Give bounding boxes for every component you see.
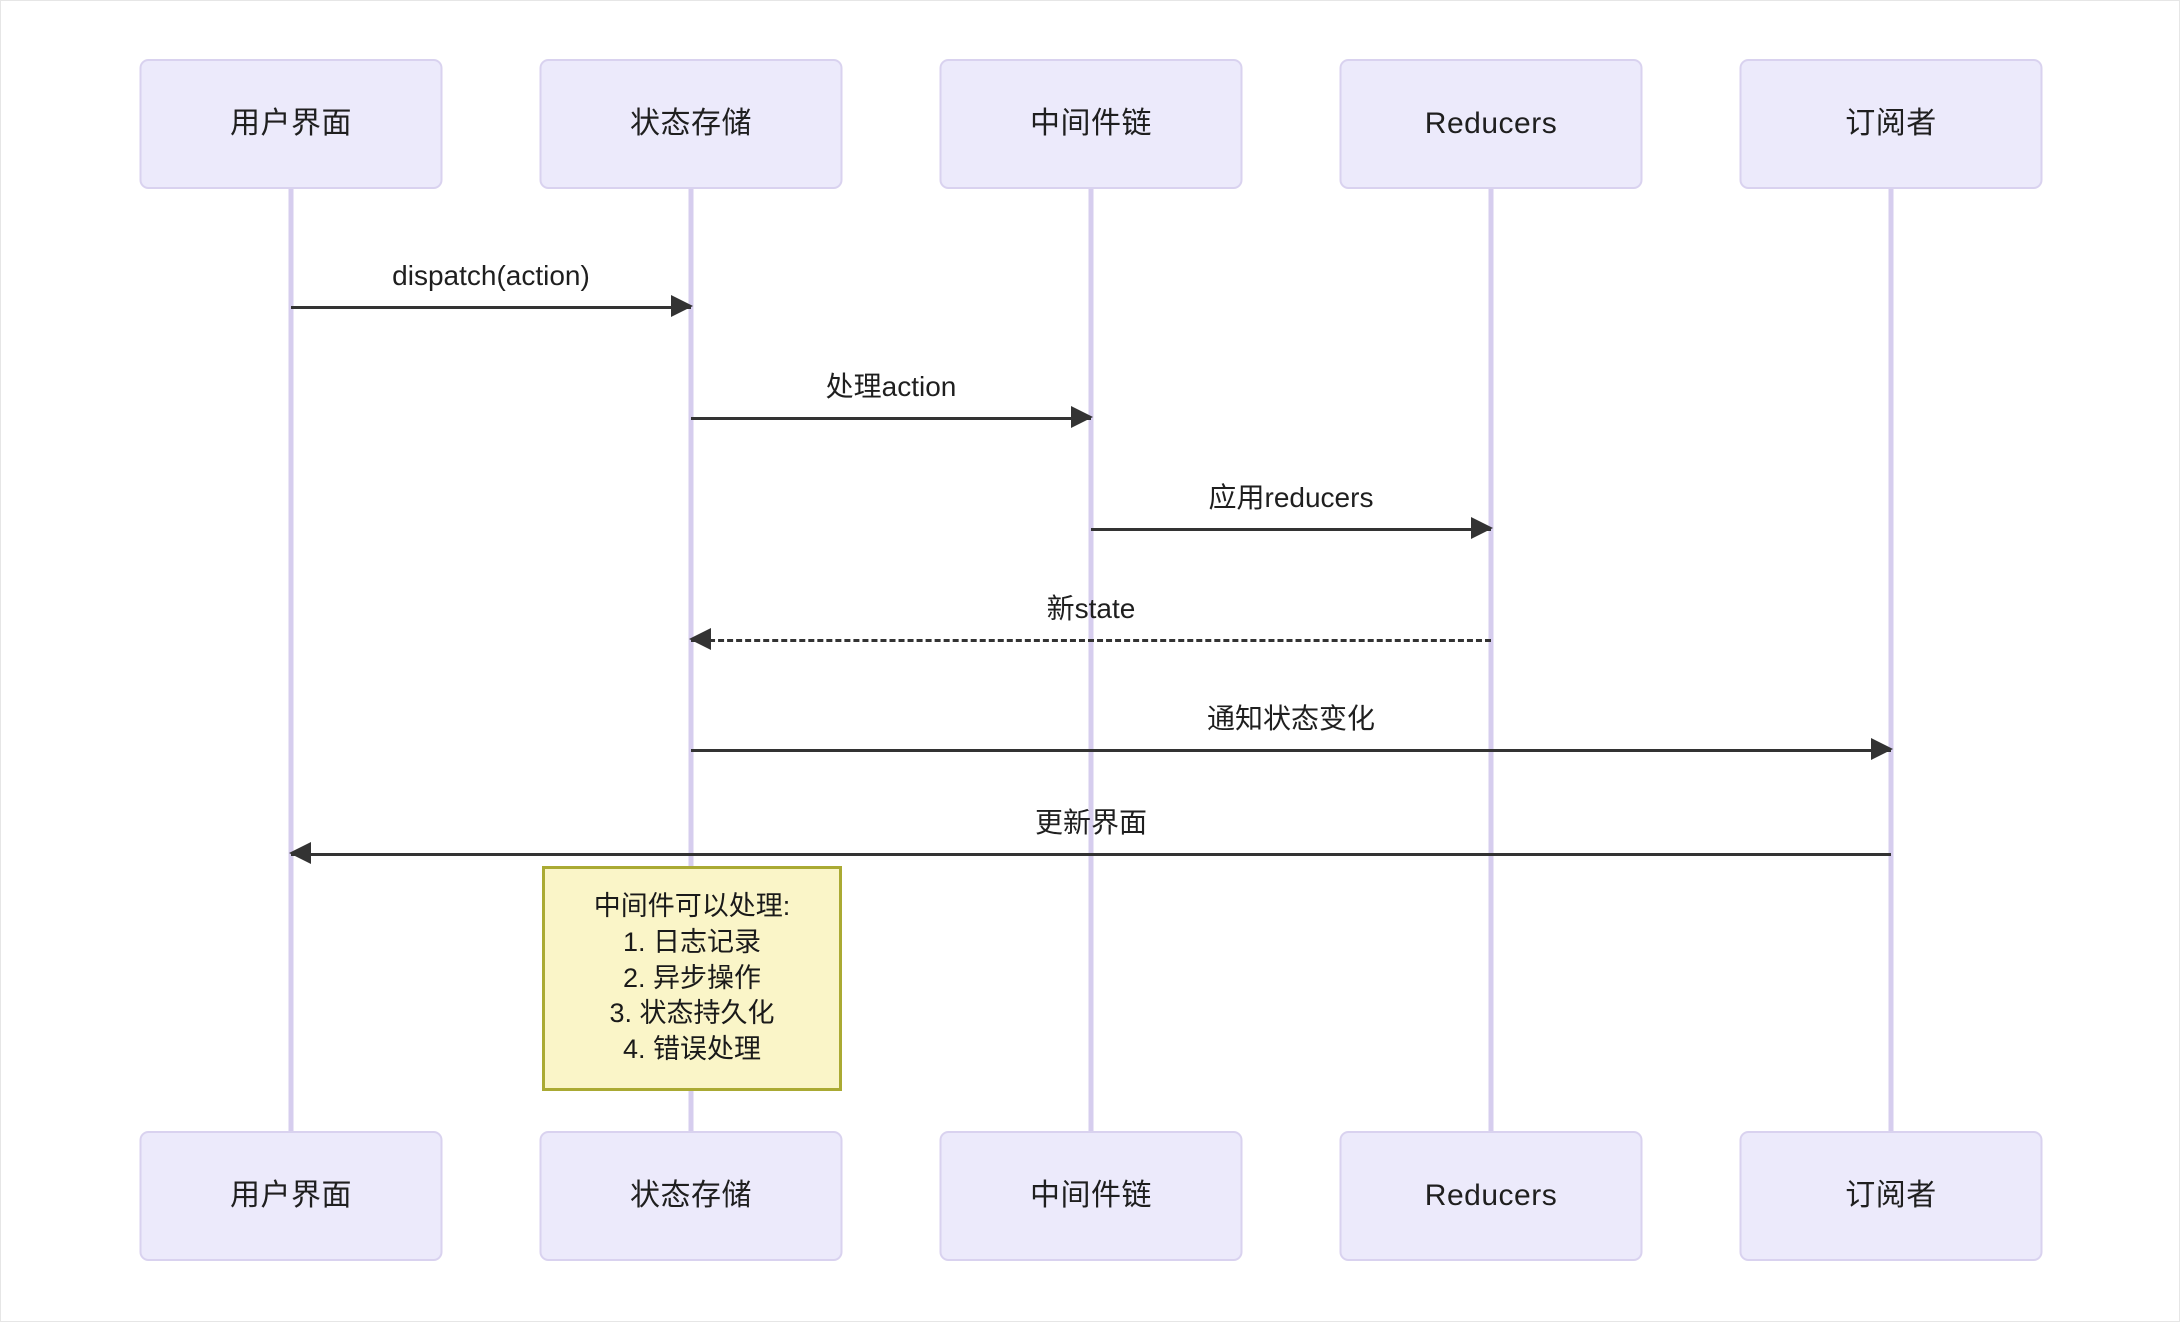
- participant-reducers-bottom[interactable]: Reducers: [1339, 1131, 1643, 1261]
- message-line: [1091, 528, 1491, 531]
- message-label: dispatch(action): [392, 260, 590, 292]
- message-label: 应用reducers: [1208, 482, 1374, 514]
- participant-middleware-bottom[interactable]: 中间件链: [939, 1131, 1243, 1261]
- participant-subscriber-bottom[interactable]: 订阅者: [1739, 1131, 2043, 1261]
- participant-label: 中间件链: [1030, 1179, 1152, 1212]
- arrowhead-left-icon: [289, 842, 311, 864]
- participant-subscriber-top[interactable]: 订阅者: [1739, 59, 2043, 189]
- lifeline-reducers: [1488, 189, 1494, 1131]
- message-line: [291, 853, 1891, 856]
- participant-reducers-top[interactable]: Reducers: [1339, 59, 1643, 189]
- note-middleware-capabilities[interactable]: 中间件可以处理: 1. 日志记录 2. 异步操作 3. 状态持久化 4. 错误处理: [542, 866, 842, 1091]
- participant-label: 中间件链: [1030, 107, 1152, 140]
- participant-label: 订阅者: [1845, 1179, 1937, 1212]
- lifeline-store: [688, 189, 694, 1131]
- participant-label: 状态存储: [630, 1179, 752, 1212]
- participant-middleware-top[interactable]: 中间件链: [939, 59, 1243, 189]
- message-line: [691, 749, 1891, 752]
- participant-label: 状态存储: [630, 107, 752, 140]
- note-line: 中间件可以处理:: [593, 891, 791, 922]
- participant-ui-top[interactable]: 用户界面: [139, 59, 443, 189]
- note-line: 1. 日志记录: [622, 927, 762, 958]
- participant-label: 订阅者: [1845, 107, 1937, 140]
- participant-label: Reducers: [1424, 107, 1558, 140]
- participant-label: Reducers: [1424, 1179, 1558, 1212]
- participant-ui-bottom[interactable]: 用户界面: [139, 1131, 443, 1261]
- participant-label: 用户界面: [230, 1179, 352, 1212]
- arrowhead-right-icon: [1871, 738, 1893, 760]
- arrowhead-left-icon: [689, 628, 711, 650]
- message-label: 通知状态变化: [1206, 703, 1375, 735]
- message-line: [691, 639, 1491, 642]
- note-line: 4. 错误处理: [622, 1033, 762, 1064]
- lifeline-subscriber: [1888, 189, 1894, 1131]
- participant-store-top[interactable]: 状态存储: [539, 59, 843, 189]
- note-line: 3. 状态持久化: [609, 998, 775, 1029]
- message-label: 处理action: [825, 371, 957, 403]
- participant-label: 用户界面: [230, 107, 352, 140]
- arrowhead-right-icon: [1471, 517, 1493, 539]
- note-line: 2. 异步操作: [622, 962, 762, 993]
- arrowhead-right-icon: [671, 295, 693, 317]
- message-label: 新state: [1046, 593, 1136, 625]
- arrowhead-right-icon: [1071, 406, 1093, 428]
- message-label: 更新界面: [1034, 807, 1147, 839]
- message-line: [291, 306, 691, 309]
- participant-store-bottom[interactable]: 状态存储: [539, 1131, 843, 1261]
- lifeline-ui: [288, 189, 294, 1131]
- message-line: [691, 417, 1091, 420]
- lifeline-middleware: [1088, 189, 1094, 1131]
